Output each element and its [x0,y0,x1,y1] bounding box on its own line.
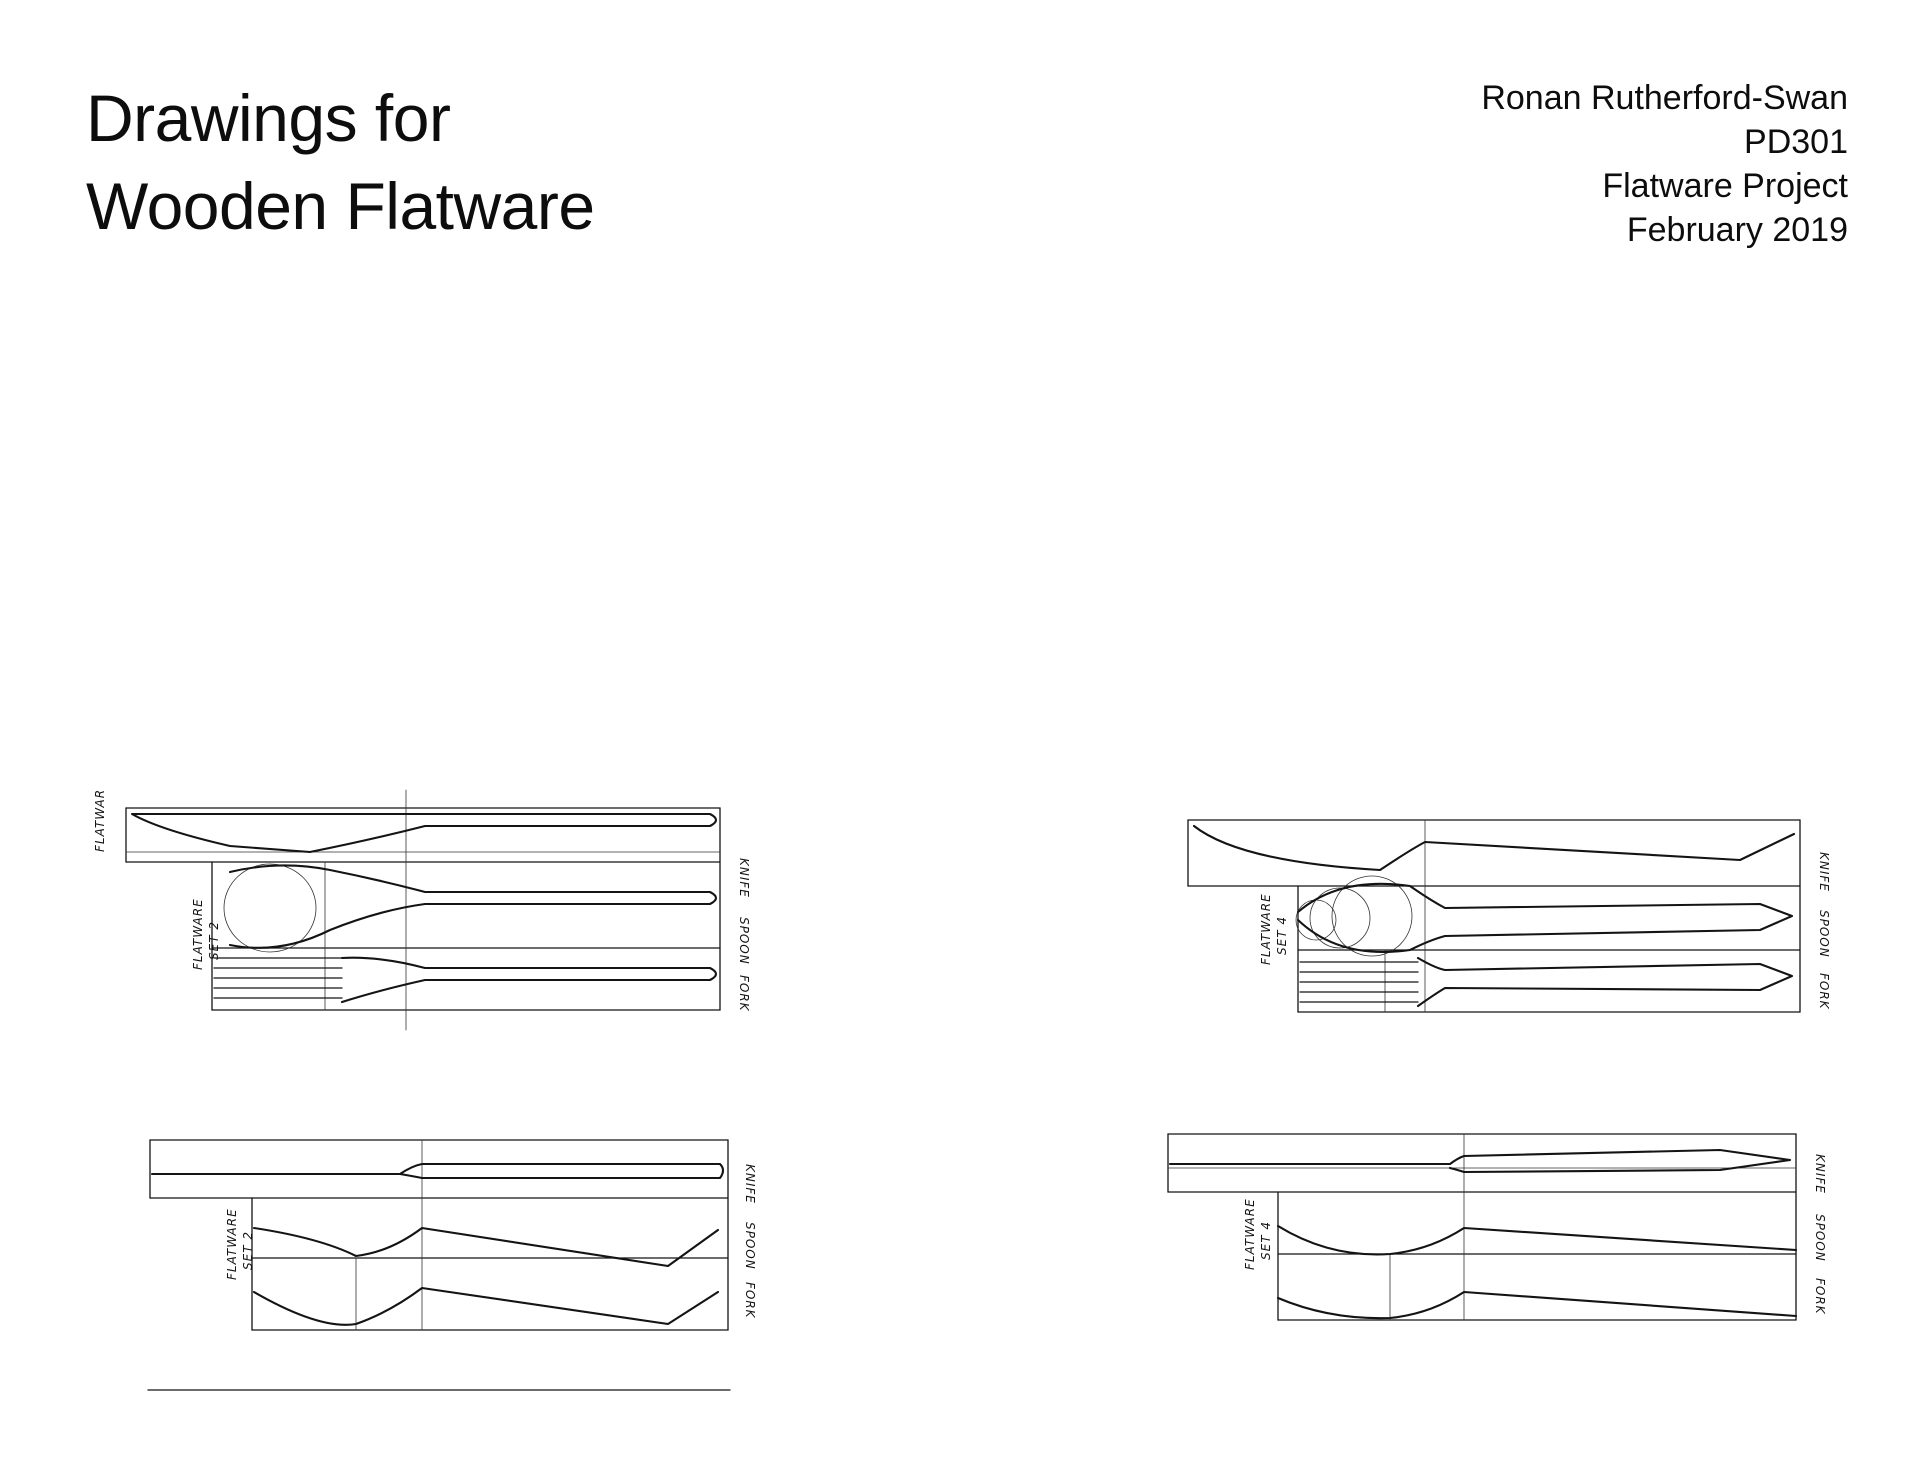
fork-outline [1299,956,1794,1008]
label-set-number: SET 2 [241,1231,255,1270]
fork-outline [213,956,718,1004]
frame-lines [147,1139,731,1391]
label-flatware-set: FLATWARE [191,898,205,970]
drawing-set2-top-view: FLATWAR FLATWARE SET 2 KNIFE SPOON FORK [93,789,751,1031]
project-date: February 2019 [1626,211,1848,249]
knife-outline [1192,824,1796,872]
label-spoon: SPOON [737,917,751,965]
label-flatware-set: FLATWARE [225,1208,239,1280]
label-knife: KNIFE [1813,1154,1827,1194]
course-code: PD301 [1744,123,1848,161]
page-title: Drawings for Wooden Flatware [86,74,595,250]
label-knife: KNIFE [737,858,751,898]
label-set-number: SET 2 [207,921,221,960]
label-flatware-set: FLATWARE [1259,893,1273,965]
knife-outline [150,1162,725,1180]
label-fork: FORK [1813,1278,1827,1315]
knife-outline [130,812,718,854]
author-name: Ronan Rutherford-Swan [1481,79,1848,117]
frame-lines [125,789,721,1031]
drawing-set4-top-view: FLATWARE SET 4 KNIFE SPOON FORK [1187,819,1831,1013]
title-line-2: Wooden Flatware [86,169,595,243]
label-knife: KNIFE [743,1164,757,1204]
spoon-outline [223,863,718,953]
spoon-outline [252,1226,720,1268]
label-knife: KNIFE [1817,852,1831,892]
drawing-set4-side-view: FLATWARE SET 4 KNIFE SPOON FORK [1167,1133,1827,1321]
label-set-number: SET 4 [1259,1221,1273,1260]
label-fork: FORK [1817,973,1831,1010]
spoon-outline [1295,875,1794,957]
label-fork: FORK [737,975,751,1012]
label-spoon: SPOON [1813,1214,1827,1262]
fork-outline [1276,1290,1798,1320]
label-set-number: SET 4 [1275,916,1289,955]
drawing-set2-side-view: FLATWARE SET 2 KNIFE SPOON FORK [147,1139,757,1391]
label-fork: FORK [743,1282,757,1319]
author-info: Ronan Rutherford-Swan PD301 Flatware Pro… [1481,76,1848,252]
label-spoon: SPOON [1817,910,1831,958]
fork-outline [252,1286,720,1326]
spoon-outline [1276,1224,1798,1256]
project-name: Flatware Project [1602,167,1848,205]
frame-lines [1187,819,1801,1013]
label-flatware-set: FLATWARE [1243,1198,1257,1270]
knife-outline [1168,1148,1792,1174]
label-spoon: SPOON [743,1222,757,1270]
label-flatware-cut: FLATWAR [93,789,107,852]
title-line-1: Drawings for [86,81,451,155]
